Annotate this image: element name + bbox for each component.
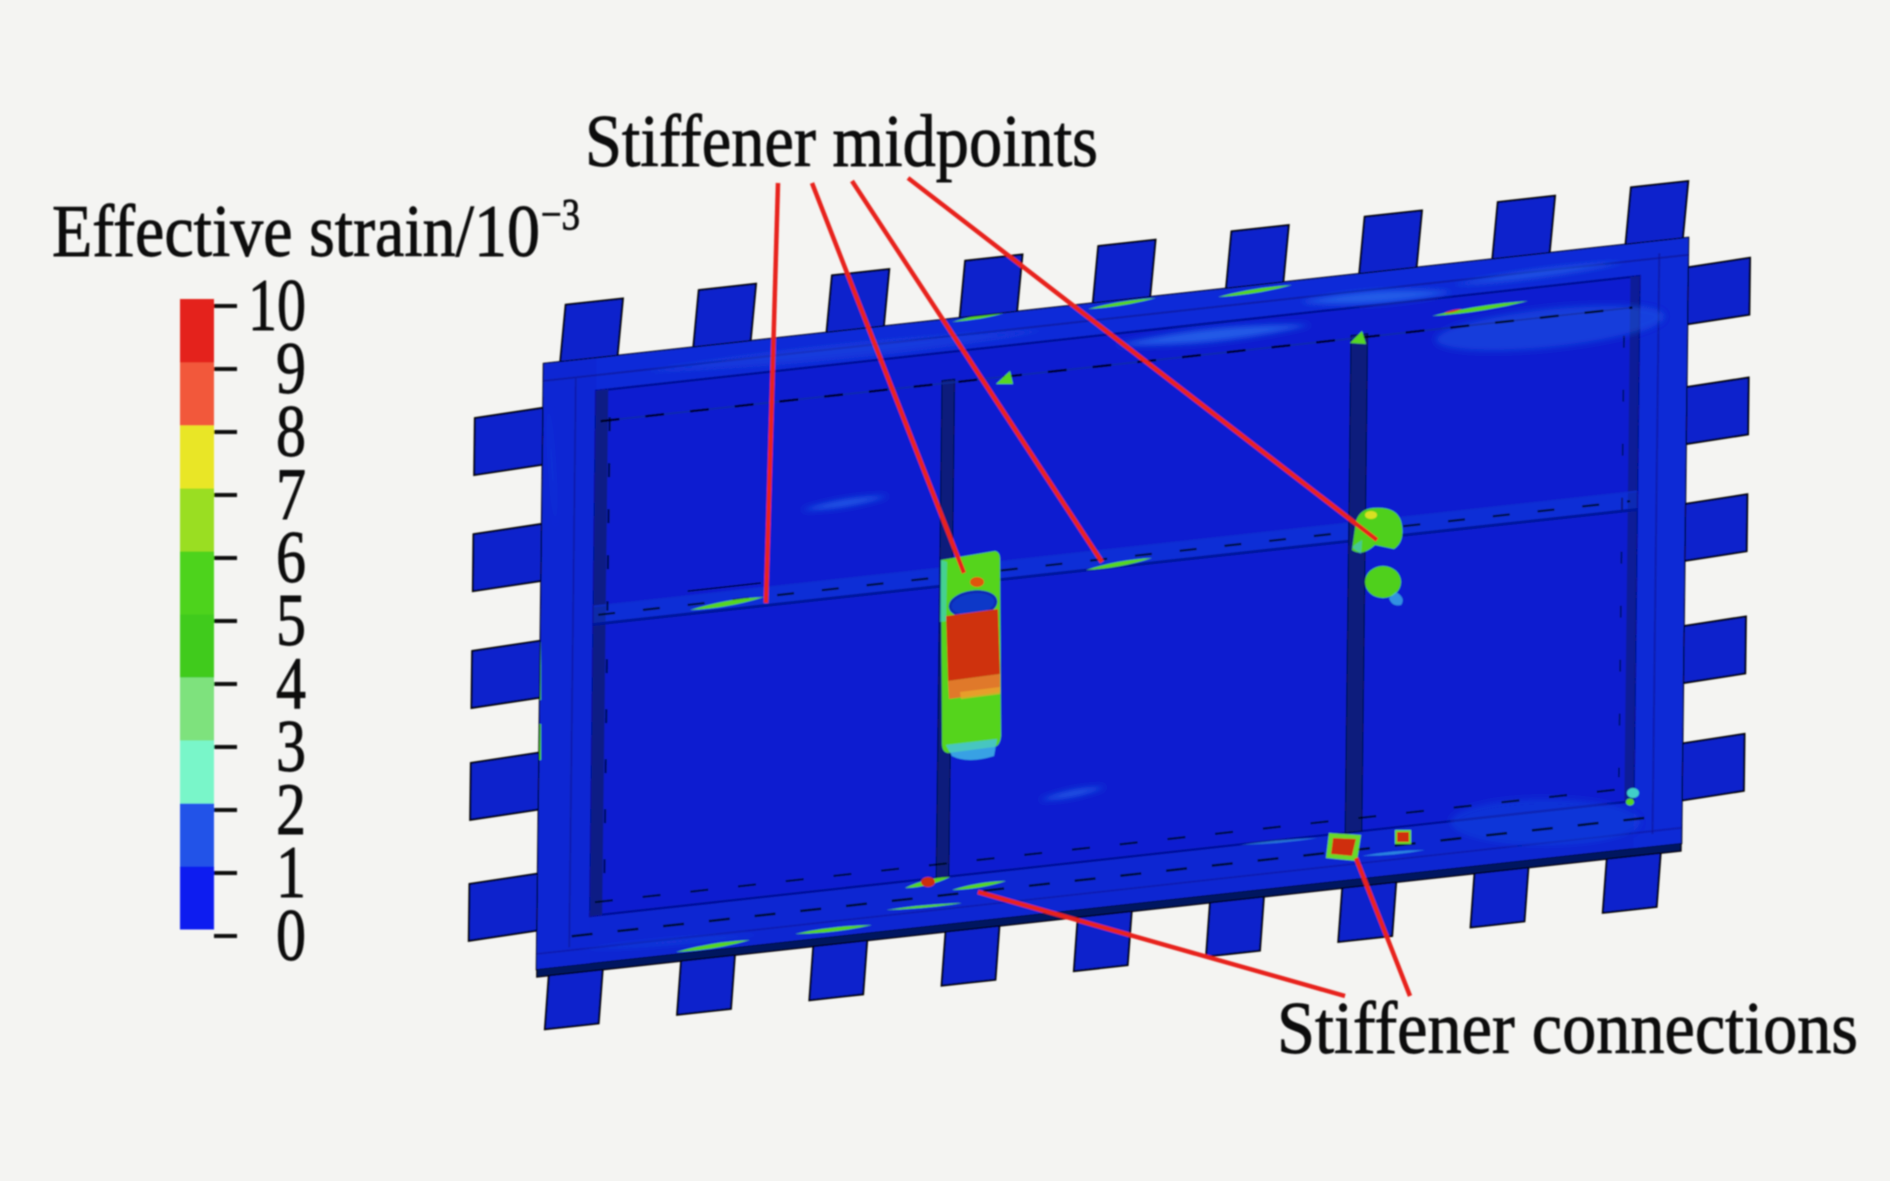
svg-text:5: 5 (276, 580, 306, 662)
svg-text:1: 1 (276, 832, 306, 914)
svg-text:0: 0 (276, 895, 306, 977)
svg-text:6: 6 (276, 517, 306, 599)
svg-text:3: 3 (276, 706, 306, 788)
svg-text:Stiffener connections: Stiffener connections (1277, 988, 1858, 1070)
svg-text:−3: −3 (541, 190, 580, 239)
svg-text:8: 8 (276, 391, 306, 473)
svg-text:Effective strain/10: Effective strain/10 (52, 191, 540, 273)
svg-text:4: 4 (276, 643, 306, 725)
svg-text:7: 7 (276, 454, 306, 536)
svg-text:Stiffener midpoints: Stiffener midpoints (585, 101, 1098, 183)
svg-text:9: 9 (276, 328, 306, 410)
svg-text:10: 10 (248, 265, 306, 347)
svg-text:2: 2 (276, 769, 306, 851)
